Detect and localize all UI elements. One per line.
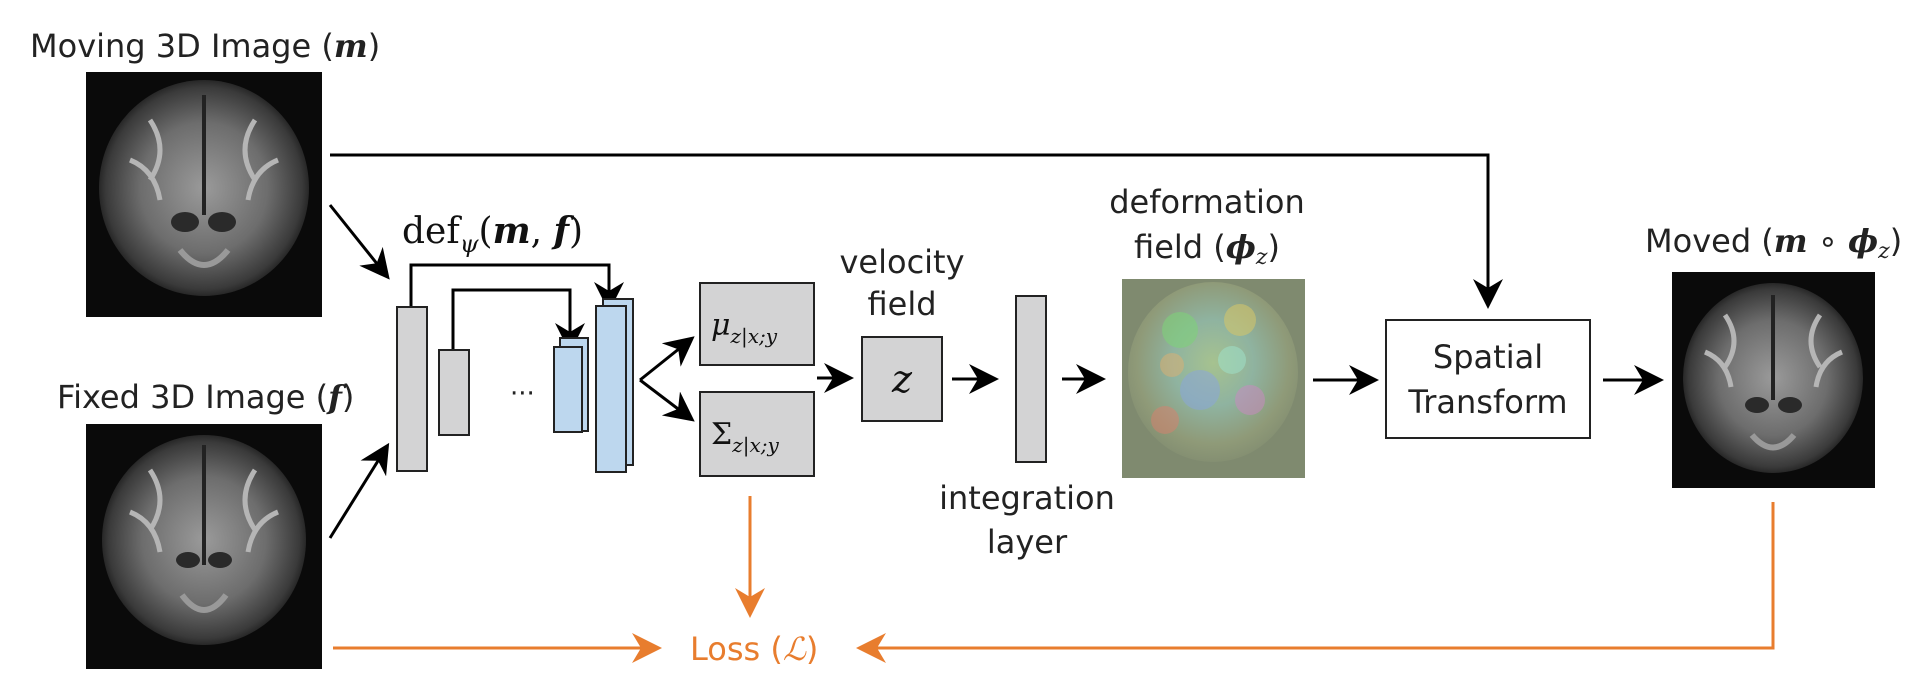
spatial-transform-line1: Spatial <box>1433 338 1543 376</box>
fixed-image-label: Fixed 3D Image (f) <box>57 378 354 416</box>
skip-connection-inner <box>451 288 585 353</box>
sigma-label: Σz|x;y <box>711 417 780 458</box>
moved-to-loss-arrow <box>856 502 1775 663</box>
moved-brain-image <box>1672 272 1875 488</box>
moving-image-label: Moving 3D Image (m) <box>30 27 380 65</box>
integration-label-line2: layer <box>987 523 1068 561</box>
decoder-block-1 <box>553 346 583 433</box>
network-to-mu-arrow <box>639 336 695 382</box>
deformation-field-image <box>1122 279 1305 478</box>
z-box <box>861 336 943 422</box>
skip-connection-outer <box>409 263 624 312</box>
sigma-box <box>699 391 815 477</box>
mu-box <box>699 282 815 366</box>
moved-image-label: Moved (m ∘ ϕz) <box>1645 222 1902 264</box>
integration-label-line1: integration <box>939 479 1115 517</box>
z-label: z <box>891 357 913 401</box>
mu-label: μz|x;y <box>711 308 778 349</box>
unet-network: ··· <box>396 263 634 473</box>
fixed-brain-image <box>86 424 322 669</box>
loss-label: Loss (ℒ) <box>690 630 818 668</box>
deformation-label-line1: deformation <box>1109 183 1305 221</box>
spatial-transform-line2: Transform <box>1407 383 1567 421</box>
velocity-label-line2: field <box>867 285 936 323</box>
network-to-sigma-arrow <box>639 378 695 422</box>
decoder-block-2 <box>595 305 627 473</box>
moving-to-transform-arrow <box>330 153 1503 309</box>
ellipsis: ··· <box>510 379 535 409</box>
encoder-block-1 <box>396 306 428 472</box>
spatial-transform-box <box>1385 319 1591 439</box>
fixed-to-network-arrow <box>328 442 390 539</box>
encoder-block-2 <box>438 349 470 436</box>
deformation-label-line2: field (ϕz) <box>1134 228 1280 270</box>
moving-to-network-arrow <box>328 204 390 280</box>
integration-layer-block <box>1015 295 1047 463</box>
network-function-label: defψ(m, f) <box>402 210 583 258</box>
velocity-label-line1: velocity <box>839 243 964 281</box>
moving-brain-image <box>86 72 322 317</box>
